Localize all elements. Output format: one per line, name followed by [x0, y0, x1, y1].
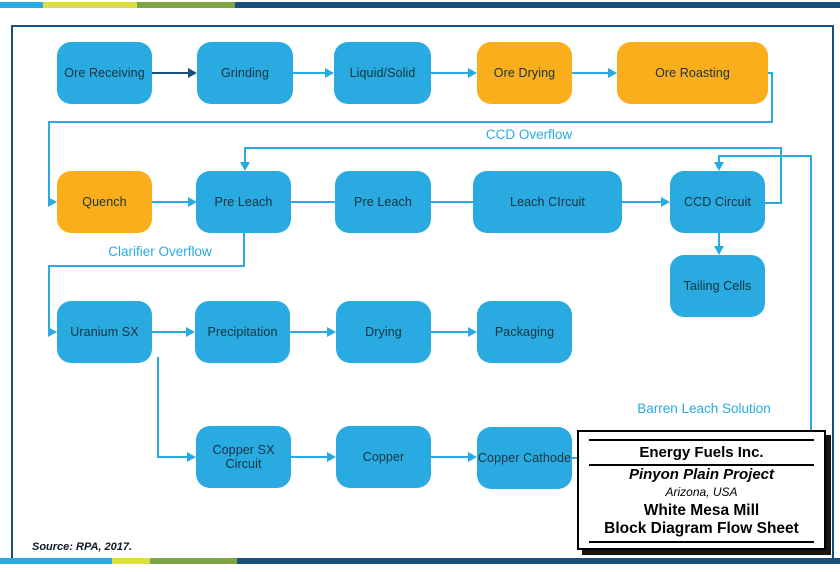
- edge-barren-leach: [718, 155, 720, 163]
- arrowhead: [48, 327, 57, 337]
- title-block-rule: [589, 541, 814, 543]
- edge-roasting-quench: [768, 72, 773, 74]
- barren-leach-label: Barren Leach Solution: [637, 401, 771, 416]
- arrowhead: [48, 197, 57, 207]
- clarifier-overflow-label: Clarifier Overflow: [108, 244, 212, 259]
- edge-uranium-copper-sx: [157, 456, 188, 458]
- flow-node-drying: Drying: [336, 301, 431, 363]
- arrowhead: [468, 327, 477, 337]
- arrowhead: [468, 68, 477, 78]
- title-block-rule: [589, 439, 814, 441]
- edge-quench-pre-leach: [152, 201, 188, 203]
- ccd-overflow-label: CCD Overflow: [485, 127, 573, 142]
- flow-node-ore-receiving: Ore Receiving: [57, 42, 152, 104]
- flow-node-ore-drying: Ore Drying: [477, 42, 572, 104]
- arrowhead: [608, 68, 617, 78]
- edge-roasting-quench: [48, 121, 773, 123]
- edge-clarifier-overflow: [48, 265, 245, 267]
- arrowhead: [188, 68, 197, 78]
- flow-node-ccd-circuit: CCD Circuit: [670, 171, 765, 233]
- title-block-rule: [589, 464, 814, 466]
- source-note: Source: RPA, 2017.: [32, 541, 133, 553]
- flow-node-leach-circuit: Leach CIrcuit: [473, 171, 622, 233]
- flow-node-uranium-sx: Uranium SX: [57, 301, 152, 363]
- edge-ccd-tailing: [718, 233, 720, 247]
- sheet-title: Block Diagram Flow Sheet: [604, 520, 799, 537]
- edge-copper-sx-copper: [291, 456, 328, 458]
- arrowhead: [240, 162, 250, 171]
- arrowhead: [187, 452, 196, 462]
- arrowhead: [661, 197, 670, 207]
- flow-node-pre-leach-2: Pre Leach: [335, 171, 431, 233]
- edge-copper-copper-cathode: [431, 456, 468, 458]
- edge-ccd-overflow: [765, 202, 782, 204]
- flow-node-packaging: Packaging: [477, 301, 572, 363]
- edge-barren-leach: [718, 155, 812, 157]
- edge-clarifier-overflow: [48, 265, 50, 332]
- edge-drying-packaging: [431, 331, 468, 333]
- facility-name: White Mesa Mill: [643, 502, 760, 519]
- title-block: Energy Fuels Inc. Pinyon Plain Project A…: [577, 430, 826, 550]
- edge-precipitation-drying: [290, 331, 328, 333]
- flow-node-quench: Quench: [57, 171, 152, 233]
- project-location: Arizona, USA: [665, 485, 738, 499]
- edge-liquid-solid-ore-drying: [431, 72, 468, 74]
- edge-ore-drying-ore-roasting: [572, 72, 608, 74]
- flow-node-grinding: Grinding: [197, 42, 293, 104]
- flow-node-liquid-solid: Liquid/Solid: [334, 42, 431, 104]
- edge-roasting-quench: [48, 121, 50, 202]
- flow-node-pre-leach-1: Pre Leach: [196, 171, 291, 233]
- flow-node-copper-cathode: Copper Cathode: [477, 427, 572, 489]
- edge-clarifier-overflow: [243, 233, 245, 267]
- edge-ccd-overflow: [244, 147, 782, 149]
- flow-node-ore-roasting: Ore Roasting: [617, 42, 768, 104]
- arrowhead: [327, 327, 336, 337]
- arrowhead: [714, 246, 724, 255]
- arrowhead: [714, 162, 724, 171]
- arrowhead: [186, 327, 195, 337]
- arrowhead: [325, 68, 334, 78]
- arrowhead: [468, 452, 477, 462]
- arrowhead: [327, 452, 336, 462]
- edge-pre-leach-pre-leach: [291, 201, 335, 203]
- edge-barren-leach: [810, 155, 812, 458]
- edge-leach-ccd: [622, 201, 661, 203]
- edge-ccd-overflow: [780, 147, 782, 204]
- company-name: Energy Fuels Inc.: [639, 444, 764, 461]
- bottom-edge-stripe: [0, 558, 840, 564]
- edge-uranium-precipitation: [152, 331, 187, 333]
- flow-node-copper-sx-circuit: Copper SX Circuit: [196, 426, 291, 488]
- edge-ccd-overflow: [244, 147, 246, 163]
- edge-grinding-liquid-solid: [293, 72, 326, 74]
- flow-node-precipitation: Precipitation: [195, 301, 290, 363]
- edge-pre-leach-leach-circuit: [431, 201, 473, 203]
- edge-ore-receiving-grinding: [152, 72, 189, 74]
- edge-uranium-copper-sx: [157, 357, 159, 457]
- flow-node-tailing-cells: Tailing Cells: [670, 255, 765, 317]
- arrowhead: [188, 197, 197, 207]
- top-edge-stripe: [0, 2, 840, 8]
- project-name: Pinyon Plain Project: [628, 466, 775, 483]
- flow-node-copper: Copper: [336, 426, 431, 488]
- edge-roasting-quench: [771, 72, 773, 123]
